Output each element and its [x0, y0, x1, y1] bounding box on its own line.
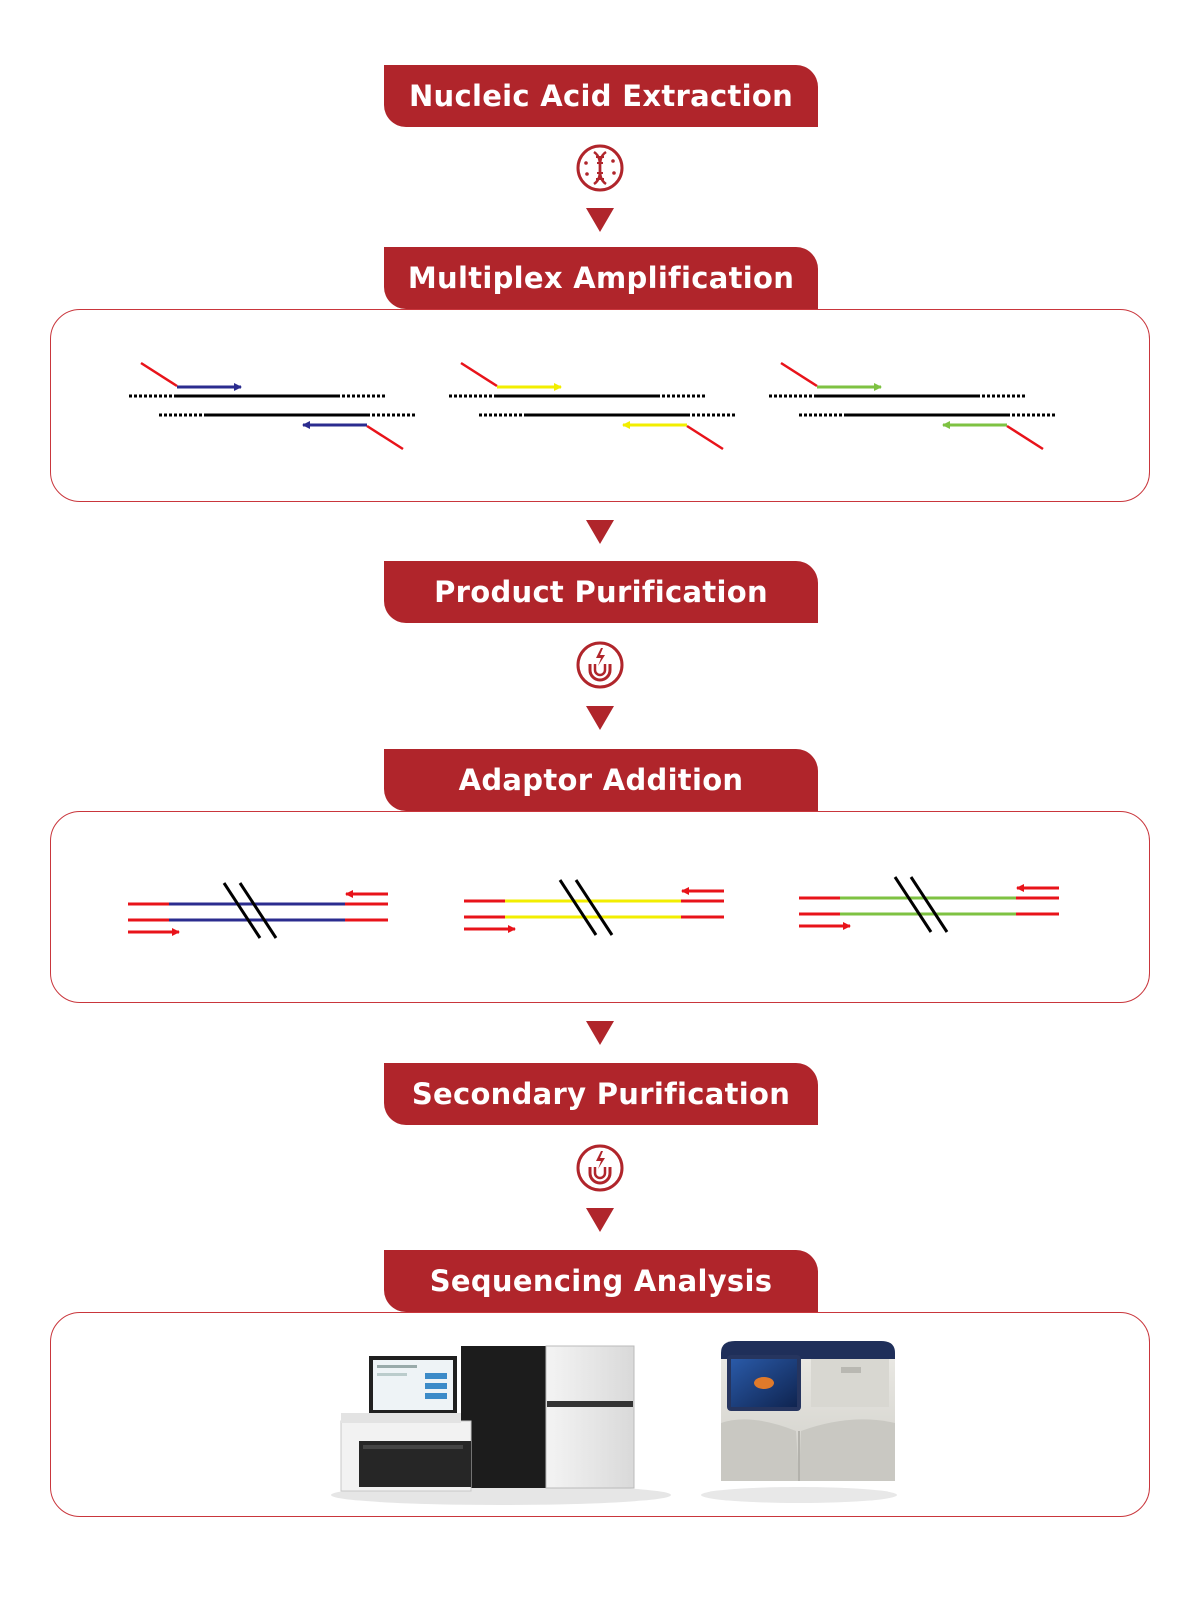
step-product-purification: Product Purification	[384, 561, 818, 623]
step-multiplex-amplification: Multiplex Amplification	[384, 247, 818, 309]
magnet-bolt-icon	[576, 1144, 624, 1192]
step-adaptor-addition: Adaptor Addition	[384, 749, 818, 811]
step-nucleic-acid-extraction: Nucleic Acid Extraction	[384, 65, 818, 127]
step-sequencing-analysis: Sequencing Analysis	[384, 1250, 818, 1312]
step-secondary-purification: Secondary Purification	[384, 1063, 818, 1125]
amplicon-group-green	[769, 361, 1055, 451]
sequencing-panel	[50, 1312, 1150, 1517]
amplicon-group-yellow	[449, 361, 735, 451]
flow-arrow-4	[586, 1021, 614, 1045]
flow-arrow-1	[586, 208, 614, 232]
sequencer-right	[701, 1341, 897, 1503]
flow-arrow-3	[586, 706, 614, 730]
adapted-amplicon-green	[799, 876, 1059, 933]
amplification-panel	[50, 309, 1150, 502]
flow-arrow-2	[586, 520, 614, 544]
amplification-diagram	[129, 361, 1055, 451]
adapted-amplicon-blue	[128, 882, 388, 939]
flow-arrow-5	[586, 1208, 614, 1232]
amplicon-group-blue	[129, 361, 415, 451]
adaptor-panel	[50, 811, 1150, 1003]
dna-cell-icon	[576, 144, 624, 192]
magnet-bolt-icon	[576, 641, 624, 689]
adaptor-diagram	[128, 876, 1059, 939]
adapted-amplicon-yellow	[464, 879, 724, 936]
sequencer-left	[331, 1345, 671, 1505]
sequencers-illustration	[331, 1341, 897, 1505]
